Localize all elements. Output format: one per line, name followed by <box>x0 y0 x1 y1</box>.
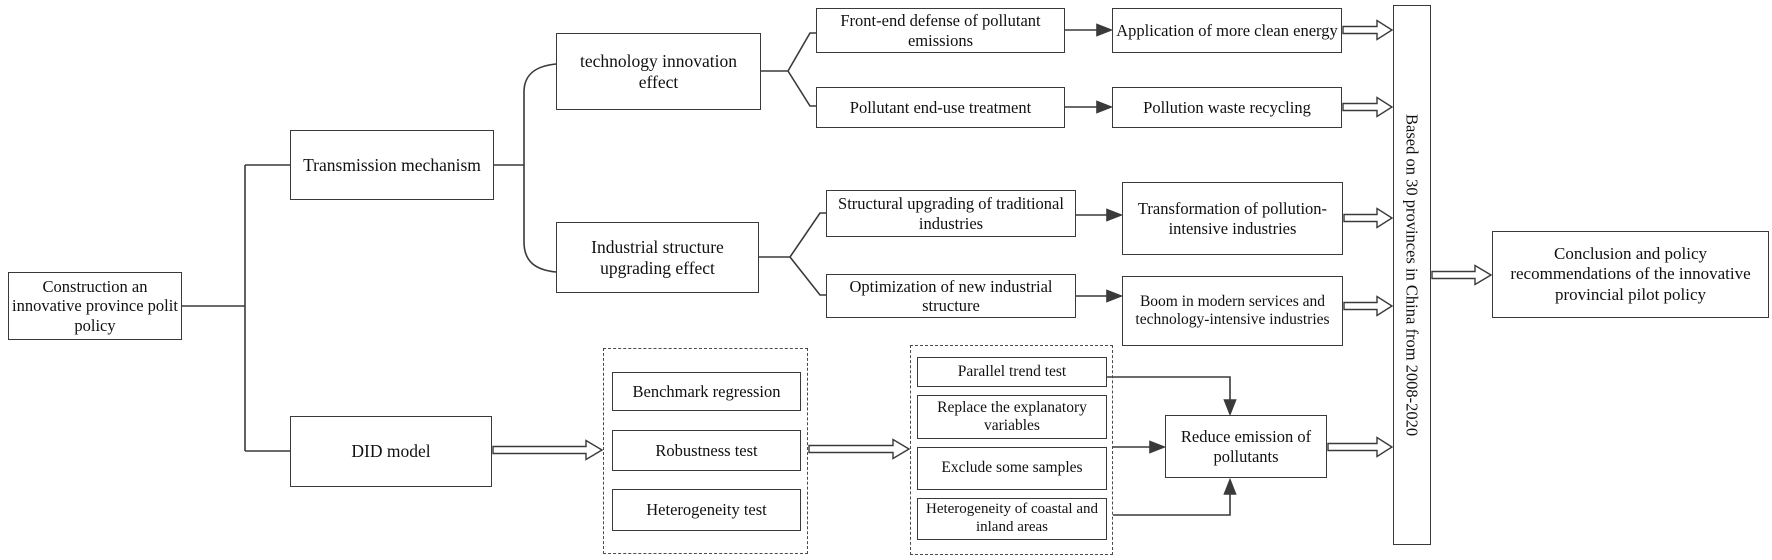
node-transmission-mechanism: Transmission mechanism <box>290 130 494 200</box>
node-technology-innovation-effect: technology innovation effect <box>556 33 761 110</box>
node-optimization-structure: Optimization of new industrial structure <box>826 274 1076 318</box>
node-industrial-structure-effect: Industrial structure upgrading effect <box>556 222 759 293</box>
hollow-arrow-cleanenergy-to-base <box>1342 19 1394 41</box>
group-did-tests <box>603 348 808 554</box>
connector-transmission-brace <box>494 63 557 273</box>
node-construction-policy: Construction an innovative province poli… <box>8 272 182 340</box>
connector-technology-fork <box>761 32 816 107</box>
hollow-arrow-reduce-to-base <box>1327 436 1394 458</box>
data-base-label: Based on 30 provinces in China from 2008… <box>1402 113 1422 437</box>
node-boom-services: Boom in modern services and technology-i… <box>1122 276 1343 346</box>
node-coastal-inland-heterogeneity: Heterogeneity of coastal and inland area… <box>917 498 1107 540</box>
hollow-arrow-tests-to-checks <box>808 438 911 460</box>
node-data-base-vertical: Based on 30 provinces in China from 2008… <box>1393 5 1431 545</box>
hollow-arrow-boom-to-base <box>1343 295 1394 317</box>
node-end-use-treatment: Pollutant end-use treatment <box>816 87 1065 128</box>
node-waste-recycling: Pollution waste recycling <box>1112 87 1342 128</box>
node-reduce-emission: Reduce emission of pollutants <box>1165 415 1327 478</box>
node-robustness-test: Robustness test <box>612 430 801 471</box>
hollow-arrow-transformation-to-base <box>1343 207 1394 229</box>
connector-root-branch <box>182 164 290 452</box>
arrow-parallel-to-reduce <box>1107 376 1237 417</box>
node-exclude-samples: Exclude some samples <box>917 447 1107 490</box>
arrow-coastal-to-reduce <box>1113 477 1237 516</box>
arrow-structural-to-transformation <box>1076 208 1124 222</box>
connector-industrial-fork <box>759 212 826 296</box>
node-structural-upgrading: Structural upgrading of traditional indu… <box>826 190 1076 237</box>
hollow-arrow-recycling-to-base <box>1342 96 1394 118</box>
hollow-arrow-base-to-conclusion <box>1431 264 1493 286</box>
node-transformation-industries: Transformation of pollution-intensive in… <box>1122 182 1343 255</box>
node-parallel-trend-test: Parallel trend test <box>917 357 1107 387</box>
arrow-optimization-to-boom <box>1076 289 1124 303</box>
arrow-enduse-to-recycling <box>1065 100 1114 114</box>
group-robustness-checks <box>910 345 1113 555</box>
node-did-model: DID model <box>290 416 492 487</box>
node-clean-energy: Application of more clean energy <box>1112 8 1342 53</box>
node-heterogeneity-test: Heterogeneity test <box>612 489 801 531</box>
node-benchmark-regression: Benchmark regression <box>612 372 801 411</box>
arrow-frontend-to-cleanenergy <box>1065 23 1114 37</box>
hollow-arrow-did-to-tests <box>492 439 604 461</box>
node-front-end-defense: Front-end defense of pollutant emissions <box>816 8 1065 53</box>
node-replace-variables: Replace the explanatory variables <box>917 395 1107 439</box>
node-conclusion: Conclusion and policy recommendations of… <box>1492 231 1769 318</box>
arrow-checks-to-reduce <box>1113 440 1167 454</box>
